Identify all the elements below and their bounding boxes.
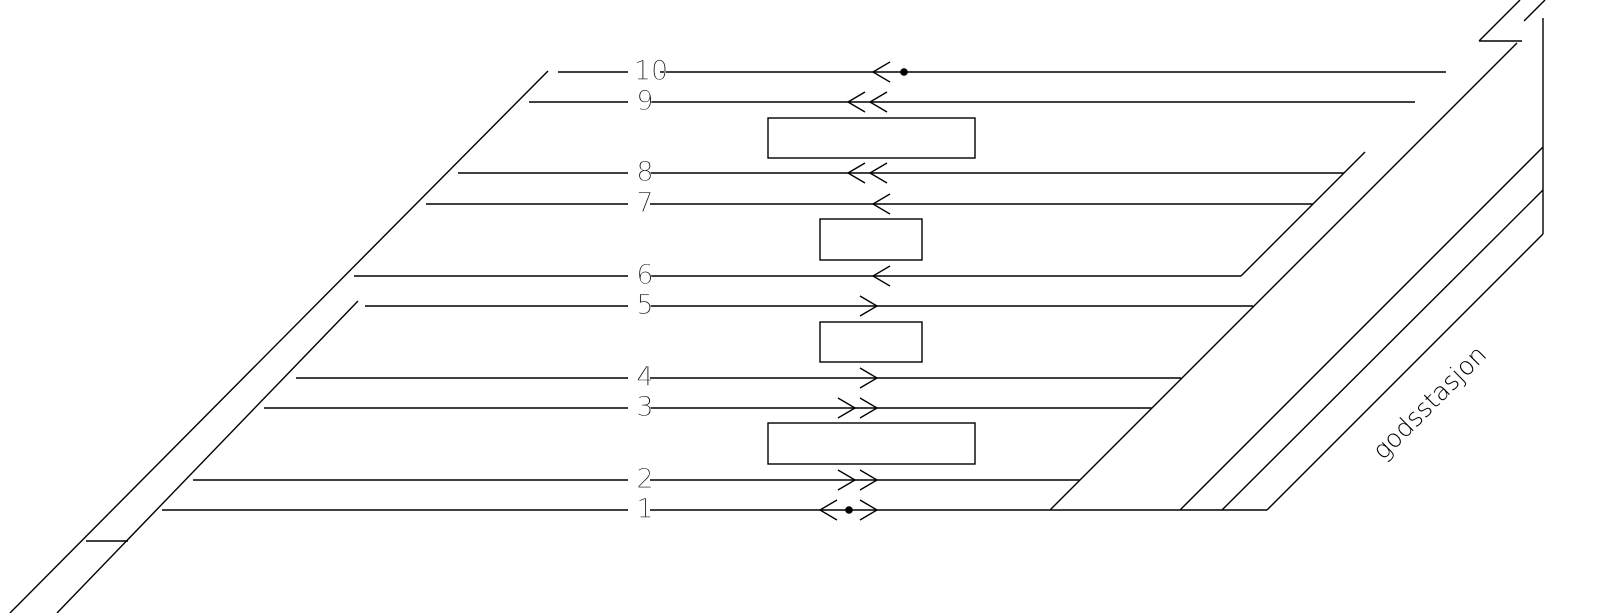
track-4-arrow-right — [859, 367, 879, 389]
track-6-arrow-left — [871, 265, 891, 287]
track-10-arrow-left — [871, 61, 891, 83]
track-6-link — [1240, 151, 1366, 277]
track-9-arrow-left-1 — [846, 91, 866, 113]
track-6-number: 6 — [636, 260, 653, 291]
track-3-arrow-right-2 — [859, 397, 879, 419]
track-2-arrow-right-2 — [859, 469, 879, 491]
track-8-number: 8 — [636, 157, 653, 188]
freight-station-label: godsstasjon — [1367, 340, 1492, 465]
platform-3-2 — [767, 422, 976, 465]
track-1-arrow-left — [818, 499, 838, 521]
track-2-number: 2 — [636, 464, 653, 495]
right-throat-line-1 — [1049, 42, 1518, 511]
right-throat-line-3 — [1221, 189, 1544, 511]
track-10-marker-dot — [900, 68, 908, 76]
left-throat-line-inner — [56, 300, 359, 613]
track-5-arrow-right — [859, 295, 879, 317]
track-7-number: 7 — [636, 188, 653, 219]
track-2-arrow-right-1 — [837, 469, 857, 491]
track-4-number: 4 — [636, 362, 653, 393]
track-7-arrow-left — [871, 193, 891, 215]
left-throat-line-outer — [9, 70, 549, 613]
platform-7-6 — [819, 218, 923, 261]
right-throat-line-2 — [1179, 146, 1544, 511]
track-5-number: 5 — [636, 290, 653, 321]
track-3-arrow-right-1 — [837, 397, 857, 419]
right-edge-diagonal-upper — [1478, 0, 1521, 42]
platform-5-4 — [819, 321, 923, 363]
track-8-arrow-left-1 — [846, 162, 866, 184]
track-3-number: 3 — [636, 392, 653, 423]
platform-9-8 — [767, 117, 976, 159]
track-10-number: 10 — [634, 56, 668, 87]
right-throat-line-4 — [1266, 233, 1544, 511]
track-9-number: 9 — [636, 86, 653, 117]
track-1-number: 1 — [636, 494, 653, 525]
track-9-arrow-left-2 — [868, 91, 888, 113]
right-edge-diagonal-outer — [1523, 0, 1546, 22]
track-8-arrow-left-2 — [868, 162, 888, 184]
track-1-marker-dot — [845, 506, 853, 514]
track-1-arrow-right — [859, 499, 879, 521]
